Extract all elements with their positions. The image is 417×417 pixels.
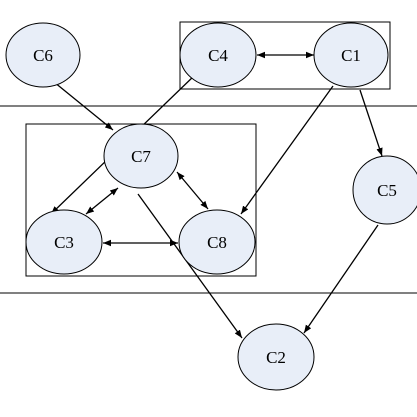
node-c8: C8 — [178, 209, 256, 275]
edges-layer — [50, 51, 383, 339]
edge-c6-c7 — [53, 81, 114, 131]
edge-c7-c8 — [176, 171, 209, 210]
node-c7: C7 — [103, 123, 179, 189]
node-label-c6: C6 — [33, 46, 53, 65]
edge-c7-c3 — [85, 187, 119, 215]
node-c6: C6 — [5, 22, 81, 88]
node-label-c1: C1 — [341, 46, 361, 65]
node-c3: C3 — [25, 209, 103, 275]
node-label-c7: C7 — [131, 147, 151, 166]
node-label-c8: C8 — [207, 233, 227, 252]
node-c4: C4 — [179, 22, 257, 88]
node-label-c5: C5 — [377, 181, 397, 200]
edge-c7-c2 — [137, 193, 243, 339]
node-c1: C1 — [313, 22, 389, 88]
edge-c5-c2 — [303, 224, 379, 334]
node-label-c3: C3 — [54, 233, 74, 252]
edge-c1-c8 — [240, 85, 334, 215]
node-c2: C2 — [237, 323, 315, 391]
node-label-c4: C4 — [208, 46, 228, 65]
node-label-c2: C2 — [266, 348, 286, 367]
edge-c1-c5 — [359, 89, 383, 157]
node-c5: C5 — [352, 155, 417, 225]
